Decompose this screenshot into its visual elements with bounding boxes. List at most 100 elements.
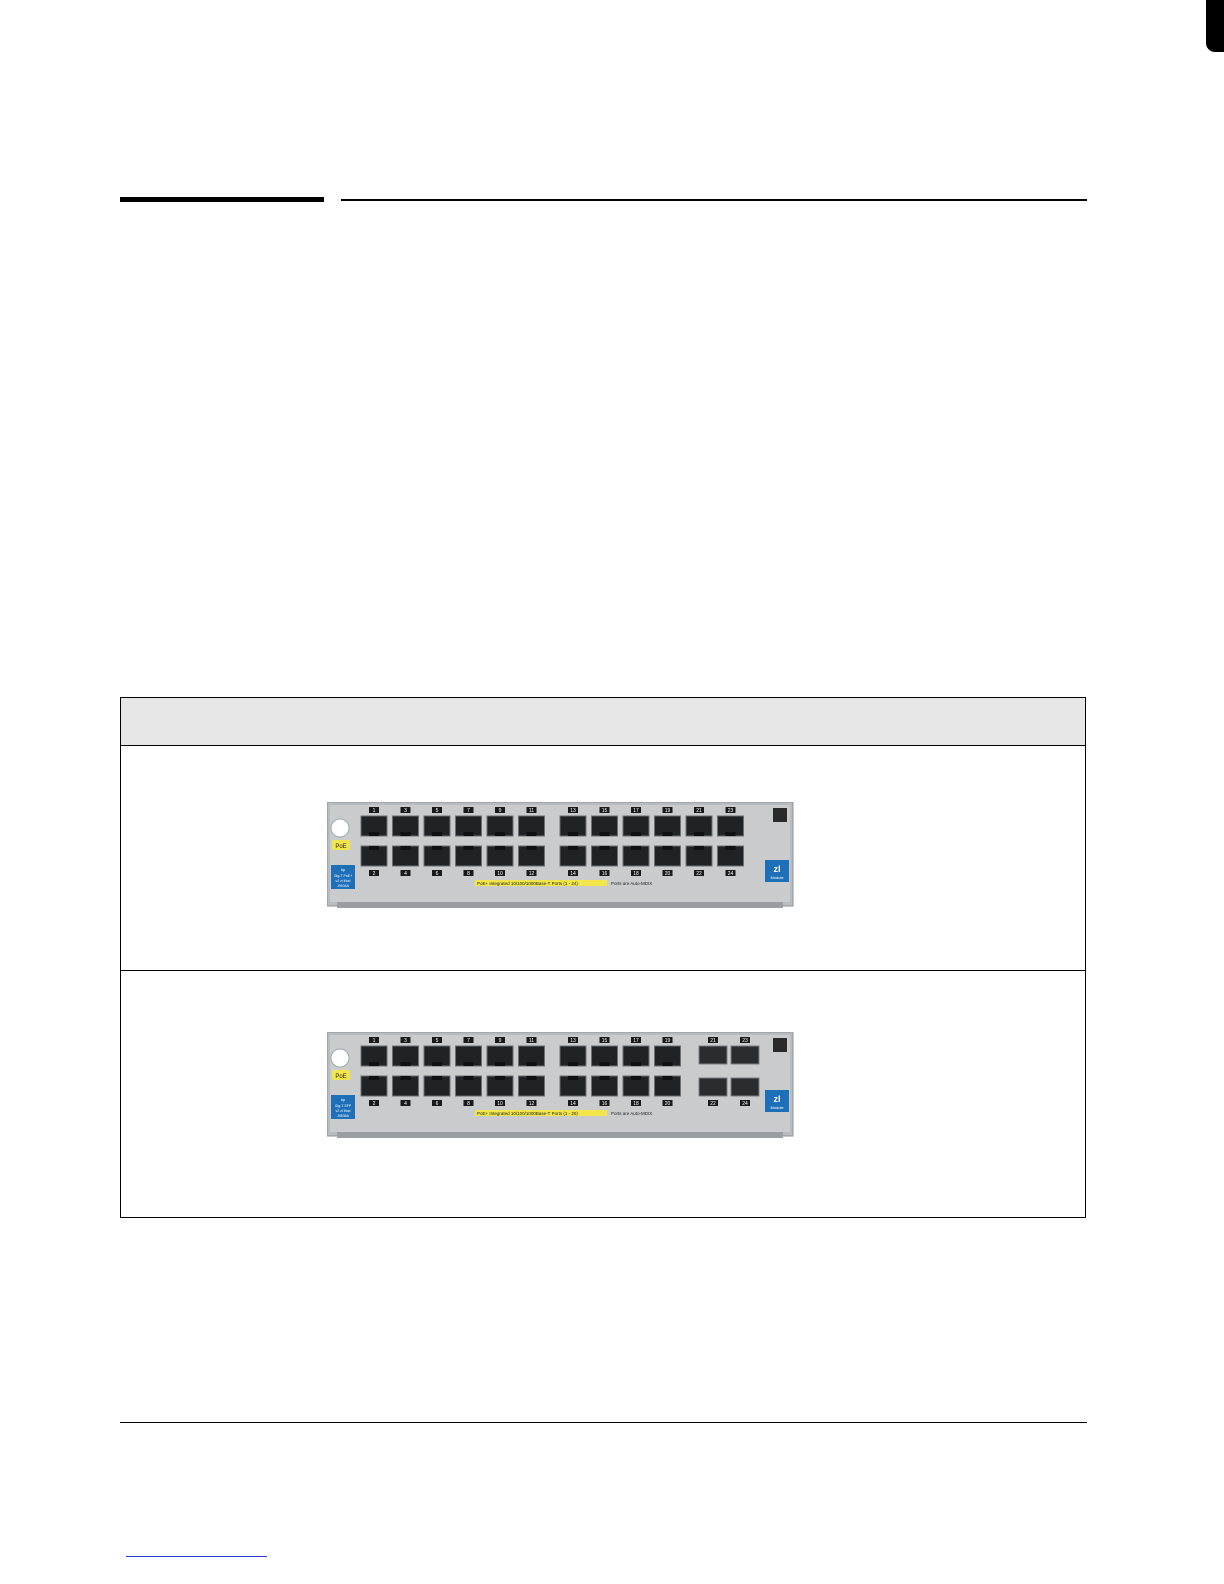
rj45-port-bottom-latch bbox=[694, 846, 704, 850]
rj45-port-bottom-latch bbox=[369, 1076, 379, 1080]
port-number-top: 1 bbox=[373, 808, 376, 814]
port-number-bottom: 4 bbox=[404, 871, 407, 877]
rj45-port-bottom-latch bbox=[568, 846, 578, 850]
port-number-bottom: 16 bbox=[602, 871, 608, 877]
port-number-top: 19 bbox=[665, 1038, 671, 1044]
port-number-bottom-box bbox=[369, 870, 379, 876]
rj45-port-bottom-latch bbox=[662, 1076, 673, 1080]
port-number-top-box bbox=[526, 807, 537, 813]
chapter-tab bbox=[1206, 0, 1224, 52]
port-number-top-box bbox=[495, 1037, 505, 1043]
port-number-bottom: 14 bbox=[570, 871, 576, 877]
port-number-bottom-box bbox=[463, 1100, 474, 1106]
rj45-port-top-latch bbox=[599, 1062, 610, 1066]
rj45-port-bottom-latch bbox=[463, 846, 474, 850]
port-number-top: 15 bbox=[602, 808, 608, 814]
footer-label: PoE+ Integrated 10/100/1000Base-T Ports … bbox=[477, 1111, 578, 1116]
sfp-port-bottom bbox=[730, 1077, 760, 1097]
rj45-port-bottom-latch bbox=[725, 846, 736, 850]
port-number-top-box bbox=[526, 1037, 537, 1043]
header-rule-thin bbox=[341, 199, 1087, 201]
sfp-number-bottom-box bbox=[740, 1100, 750, 1106]
port-number-top-box bbox=[463, 807, 474, 813]
sfp-number-top-box bbox=[740, 1037, 750, 1043]
sfp-port-top bbox=[698, 1045, 728, 1065]
port-number-top: 17 bbox=[633, 808, 639, 814]
port-number-top: 7 bbox=[467, 1038, 470, 1044]
sfp-port-top bbox=[730, 1045, 760, 1065]
port-number-bottom: 18 bbox=[633, 1101, 639, 1107]
rj45-port-top-latch bbox=[631, 832, 641, 836]
port-number-top-box bbox=[432, 807, 442, 813]
port-number-top-box bbox=[662, 1037, 673, 1043]
footer-label: PoE+ Integrated 10/100/1000Base-T Ports … bbox=[477, 881, 578, 886]
qr-label bbox=[773, 1038, 787, 1052]
table-header bbox=[121, 698, 1085, 746]
port-number-top-box bbox=[400, 807, 411, 813]
rj45-port-top-latch bbox=[568, 1062, 578, 1066]
port-number-top: 21 bbox=[696, 808, 702, 814]
brand-label: hp bbox=[341, 867, 346, 872]
footer-label-highlight bbox=[475, 1110, 607, 1116]
rj45-port-bottom-latch bbox=[400, 1076, 411, 1080]
port-number-bottom: 20 bbox=[665, 871, 671, 877]
footer-rule bbox=[120, 1422, 1087, 1423]
port-number-top-box bbox=[599, 807, 610, 813]
footer-link-underline[interactable] bbox=[126, 1556, 267, 1557]
rj45-port-bottom-latch bbox=[432, 1076, 442, 1080]
poe-badge-label: PoE bbox=[335, 844, 346, 850]
port-number-top-box bbox=[631, 1037, 641, 1043]
port-number-bottom-box bbox=[400, 1100, 411, 1106]
port-number-top-box bbox=[432, 1037, 442, 1043]
footer-note: Ports are Auto-MDIX bbox=[611, 881, 652, 886]
rj45-port-top-latch bbox=[662, 832, 673, 836]
rj45-port-bottom-latch bbox=[662, 846, 673, 850]
rj45-port-top-latch bbox=[463, 832, 474, 836]
port-number-top-box bbox=[599, 1037, 610, 1043]
sfp-number-bottom: 24 bbox=[742, 1101, 748, 1107]
header-rule-thick bbox=[120, 197, 324, 202]
port-number-bottom-box bbox=[599, 870, 610, 876]
faceplate-rail bbox=[337, 902, 783, 908]
brand-label: hp bbox=[341, 1097, 346, 1102]
port-number-bottom-box bbox=[495, 1100, 505, 1106]
port-number-bottom-box bbox=[495, 870, 505, 876]
port-number-bottom-box bbox=[631, 1100, 641, 1106]
rj45-port-bottom-latch bbox=[526, 1076, 537, 1080]
rj45-port-top-latch bbox=[599, 832, 610, 836]
port-number-bottom: 8 bbox=[467, 871, 470, 877]
port-number-bottom: 2 bbox=[373, 871, 376, 877]
rj45-port-bottom-latch bbox=[526, 846, 537, 850]
port-number-bottom-box bbox=[400, 870, 411, 876]
rj45-port-top-latch bbox=[495, 1062, 505, 1066]
port-number-top-box bbox=[369, 807, 379, 813]
port-number-top: 13 bbox=[570, 808, 576, 814]
port-number-bottom-box bbox=[463, 870, 474, 876]
port-number-top: 19 bbox=[665, 808, 671, 814]
release-knob bbox=[330, 818, 350, 838]
poe-badge bbox=[332, 840, 350, 850]
port-number-top: 15 bbox=[602, 1038, 608, 1044]
port-number-top-box bbox=[568, 807, 578, 813]
rj45-port-top-latch bbox=[662, 1062, 673, 1066]
sfp-number-bottom: 22 bbox=[710, 1101, 716, 1107]
model-line-1: Gig-T PoE+ bbox=[334, 874, 352, 878]
module-logo-box bbox=[331, 865, 355, 889]
rj45-port-bottom-latch bbox=[432, 846, 442, 850]
port-number-bottom-box bbox=[725, 870, 736, 876]
rj45-port-top-latch bbox=[725, 832, 736, 836]
rj45-port-bottom-latch bbox=[631, 846, 641, 850]
port-number-bottom-box bbox=[662, 1100, 673, 1106]
qr-label bbox=[773, 808, 787, 822]
model-line-3: J9534A bbox=[337, 884, 350, 888]
port-number-bottom: 18 bbox=[633, 871, 639, 877]
port-number-bottom-box bbox=[369, 1100, 379, 1106]
rj45-port-top-latch bbox=[400, 1062, 411, 1066]
port-number-bottom-box bbox=[631, 870, 641, 876]
port-number-bottom-box bbox=[662, 870, 673, 876]
model-line-2: v2 zl Mod bbox=[336, 879, 351, 883]
sfp-number-top-box bbox=[708, 1037, 718, 1043]
